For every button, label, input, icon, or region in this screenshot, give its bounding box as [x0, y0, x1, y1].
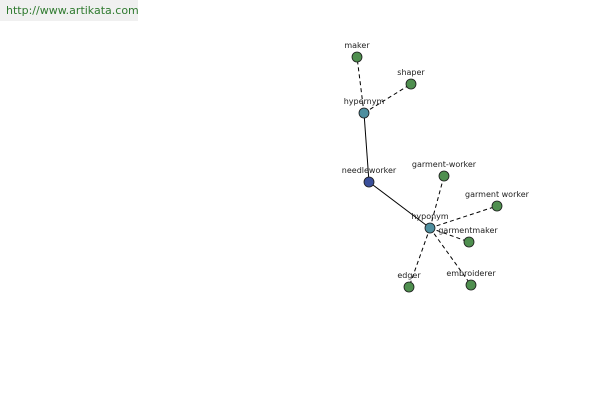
term-node-circle[interactable]	[491, 200, 503, 212]
node-shaper[interactable]: shaper	[397, 68, 425, 90]
term-node-circle[interactable]	[465, 279, 477, 291]
relation-node-circle[interactable]	[424, 222, 436, 234]
node-garment-worker-2[interactable]: garment worker	[465, 190, 530, 212]
edge-needleworker-hyponym	[368, 181, 431, 229]
term-node-label: garment worker	[465, 190, 530, 199]
term-node-circle[interactable]	[403, 281, 415, 293]
node-hypernym[interactable]: hypernym	[344, 97, 385, 119]
edge-hypernym-shaper	[363, 83, 412, 114]
term-node-circle[interactable]	[405, 78, 417, 90]
center-node-circle[interactable]	[363, 176, 375, 188]
edge-hyponym-garment-worker-2	[429, 205, 498, 229]
node-embroiderer[interactable]: embroiderer	[446, 269, 496, 291]
term-node-label: garmentmaker	[438, 226, 498, 235]
site-link[interactable]: http://www.artikata.com	[6, 4, 139, 17]
term-node-label: maker	[344, 41, 370, 50]
edge-hypernym-maker	[356, 56, 365, 114]
term-node-circle[interactable]	[438, 170, 450, 182]
url-bar: http://www.artikata.com	[0, 0, 139, 21]
node-hyponym[interactable]: hyponym	[411, 212, 449, 234]
node-edger[interactable]: edger	[397, 271, 421, 293]
term-node-circle[interactable]	[351, 51, 363, 63]
term-node-label: shaper	[397, 68, 425, 77]
center-node-label: needleworker	[342, 166, 397, 175]
edge-hyponym-garment-worker	[429, 175, 445, 229]
node-garment-worker[interactable]: garment-worker	[412, 160, 477, 182]
node-maker[interactable]: maker	[344, 41, 370, 63]
term-node-circle[interactable]	[463, 236, 475, 248]
node-needleworker[interactable]: needleworker	[342, 166, 397, 188]
node-garmentmaker[interactable]: garmentmaker	[438, 226, 498, 248]
term-node-label: edger	[397, 271, 421, 280]
relation-node-label: hyponym	[411, 212, 449, 221]
edge-needleworker-hypernym	[363, 112, 370, 183]
term-node-label: garment-worker	[412, 160, 477, 169]
relation-node-label: hypernym	[344, 97, 385, 106]
edge-hyponym-edger	[408, 227, 431, 288]
edge-hyponym-embroiderer	[429, 227, 472, 286]
relation-node-circle[interactable]	[358, 107, 370, 119]
term-node-label: embroiderer	[446, 269, 496, 278]
